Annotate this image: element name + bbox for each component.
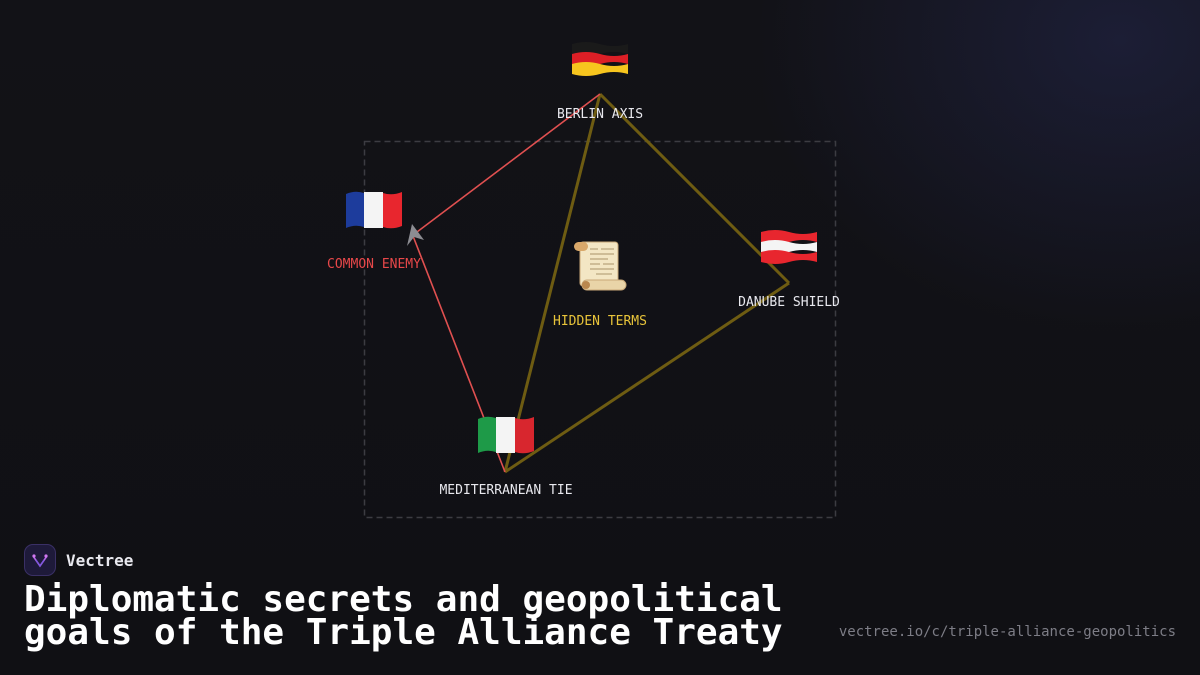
node-label-terms: HIDDEN TERMS — [553, 314, 647, 329]
node-label-italy: MEDITERRANEAN TIE — [439, 483, 572, 498]
germany-flag-icon — [572, 42, 628, 76]
scroll-icon — [574, 241, 627, 291]
edge-berlin-danube — [598, 92, 791, 285]
edge-danube-italy — [504, 281, 790, 474]
italy-flag-icon — [478, 416, 534, 454]
brand[interactable]: Vectree — [24, 544, 133, 576]
austria-flag-icon — [761, 230, 817, 264]
france-flag-icon — [346, 191, 402, 229]
page-title: Diplomatic secrets and geopolitical goal… — [24, 579, 783, 653]
diagram-frame — [363, 140, 837, 519]
node-label-danube: DANUBE SHIELD — [738, 295, 840, 310]
edge-berlin-italy — [503, 93, 602, 473]
arrowhead-icon — [407, 224, 424, 246]
node-france[interactable]: COMMON ENEMY — [327, 191, 421, 272]
node-label-france: COMMON ENEMY — [327, 257, 421, 272]
node-berlin[interactable]: BERLIN AXIS — [557, 42, 643, 122]
alliance-diagram: BERLIN AXIS COMMON ENEMY HIDDEN TER — [327, 42, 841, 519]
node-label-berlin: BERLIN AXIS — [557, 107, 643, 122]
vectree-logo-icon — [24, 544, 56, 576]
node-danube[interactable]: DANUBE SHIELD — [738, 230, 840, 310]
node-italy[interactable]: MEDITERRANEAN TIE — [439, 416, 573, 498]
brand-name: Vectree — [66, 550, 134, 570]
edge-berlin-france — [412, 93, 601, 236]
node-terms[interactable]: HIDDEN TERMS — [553, 241, 647, 329]
page-url[interactable]: vectree.io/c/triple-alliance-geopolitics — [838, 624, 1176, 640]
